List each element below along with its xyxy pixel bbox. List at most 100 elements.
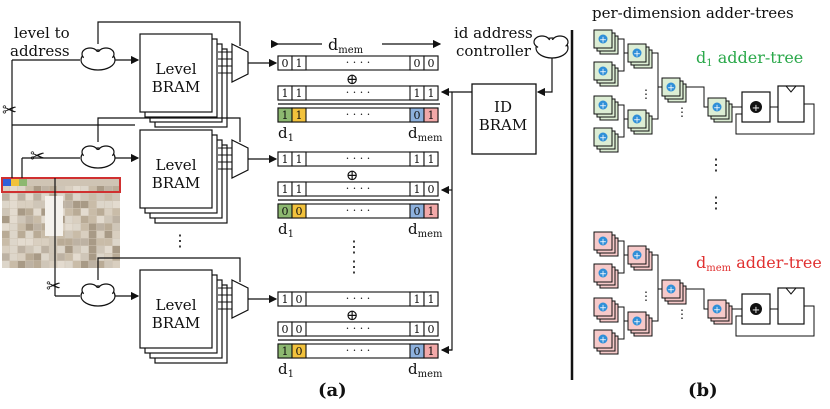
plus-dot <box>598 132 608 142</box>
adder-node: + <box>593 127 619 153</box>
plus-dot <box>598 334 608 344</box>
plus-symbol: + <box>633 50 641 60</box>
bit-value: 1 <box>414 87 421 100</box>
level-bram-block <box>139 129 213 209</box>
bit-value: 1 <box>296 153 303 166</box>
plus-symbol: + <box>599 36 607 46</box>
bit-cell <box>291 85 307 101</box>
id-bram-label-2: BRAM <box>479 116 528 134</box>
plus-dot <box>632 114 642 124</box>
d1-label: d1 <box>278 220 294 240</box>
vertical-ellipsis: ⋮ <box>640 87 652 101</box>
bit-value: 1 <box>428 205 435 218</box>
d1-label: d1 <box>278 360 294 380</box>
bit-ellipsis: · · · · <box>346 182 370 195</box>
plus-symbol: + <box>599 134 607 144</box>
bit-cell <box>291 291 307 307</box>
level-bram-label: BRAM <box>152 78 201 96</box>
bit-value: 1 <box>414 293 421 306</box>
plus-dot <box>598 236 608 246</box>
level-bram-label: Level <box>156 60 197 78</box>
plus-symbol: + <box>599 238 607 248</box>
tree-red-label: dmem adder-tree <box>696 253 822 274</box>
dmem-header: dmem <box>270 32 442 56</box>
cloud-icon <box>80 283 116 307</box>
plus-dot <box>632 250 642 260</box>
bit-value: 1 <box>428 153 435 166</box>
bit-value: 0 <box>282 323 289 336</box>
bit-cell <box>291 321 307 337</box>
id-controller-label-1: id address <box>454 24 533 42</box>
adder-node: + <box>593 329 619 355</box>
plus-dot <box>598 100 608 110</box>
plus-dot <box>712 304 722 314</box>
scissors-icon: ✂ <box>2 100 17 121</box>
bit-value: 1 <box>282 345 289 358</box>
bit-cell <box>423 181 439 197</box>
scissors-icon: ✂ <box>46 276 61 297</box>
adder-node: + <box>707 299 733 325</box>
plus-dot <box>598 268 608 278</box>
vertical-ellipsis: ⋮ <box>640 289 652 303</box>
adder-node: + <box>593 231 619 257</box>
plus-symbol: + <box>713 306 721 316</box>
plus-dot <box>598 34 608 44</box>
bit-ellipsis: · · · · <box>346 322 370 335</box>
xor-symbol: ⊕ <box>346 306 359 324</box>
bit-value: 1 <box>296 87 303 100</box>
bit-value: 0 <box>414 109 421 122</box>
plus-symbol: + <box>752 305 760 316</box>
bit-ellipsis: · · · · <box>346 86 370 99</box>
bit-cell <box>423 343 439 359</box>
vertical-ellipsis: ⋮ <box>346 237 362 256</box>
dmem-label: dmem <box>408 220 443 240</box>
scissors-icon: ✂ <box>30 146 45 167</box>
bit-cell <box>291 107 307 123</box>
adder-node: + <box>593 297 619 323</box>
xor-symbol: ⊕ <box>346 166 359 184</box>
mux <box>231 139 249 179</box>
level-bram-label: BRAM <box>152 174 201 192</box>
d1-label: d1 <box>278 124 294 144</box>
adder-node: + <box>627 43 653 69</box>
caption-a: (a) <box>318 380 347 401</box>
cloud-icon <box>80 47 116 71</box>
bit-value: 1 <box>414 183 421 196</box>
dmem-header-text: dmem <box>328 35 364 56</box>
cloud-icon <box>533 35 569 59</box>
bit-value: 0 <box>282 205 289 218</box>
bit-value: 0 <box>282 57 289 70</box>
plus-dot <box>666 284 676 294</box>
panel-b: per-dimension adder-trees +++++++++⋮⋮+++… <box>592 4 822 401</box>
plus-symbol: + <box>633 252 641 262</box>
bit-value: 0 <box>296 345 303 358</box>
bit-cell <box>423 107 439 123</box>
vertical-ellipsis: ⋮ <box>172 231 188 250</box>
bit-value: 1 <box>282 87 289 100</box>
level-bram-label: BRAM <box>152 314 201 332</box>
bit-cell <box>291 203 307 219</box>
bit-ellipsis: · · · · <box>346 152 370 165</box>
bit-value: 1 <box>428 109 435 122</box>
plus-symbol: + <box>633 116 641 126</box>
plus-dot <box>666 82 676 92</box>
vertical-ellipsis: ⋮ <box>676 105 688 119</box>
bit-value: 1 <box>296 109 303 122</box>
bit-value: 0 <box>428 57 435 70</box>
bit-cell <box>291 343 307 359</box>
bit-cell <box>423 203 439 219</box>
bit-value: 0 <box>414 57 421 70</box>
bit-ellipsis: · · · · <box>346 344 370 357</box>
plus-symbol: + <box>667 84 675 94</box>
level-bram-block <box>139 33 213 113</box>
plus-symbol: + <box>599 102 607 112</box>
adder-node: + <box>707 97 733 123</box>
caption-b: (b) <box>688 380 718 401</box>
bit-cell <box>291 181 307 197</box>
vertical-ellipsis: ⋮ <box>708 193 724 212</box>
bit-ellipsis: · · · · <box>346 204 370 217</box>
